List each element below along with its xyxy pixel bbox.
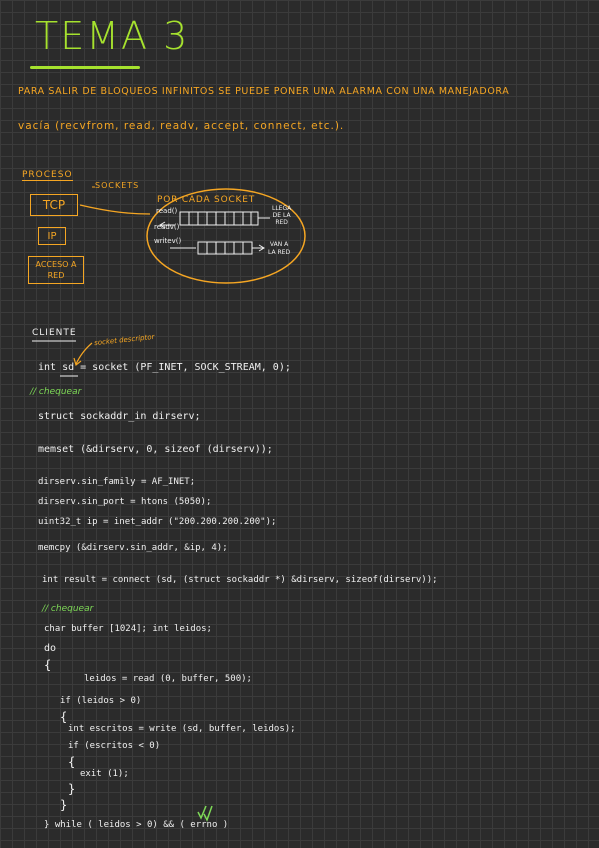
llega-red-label: LLEGA DE LA RED <box>272 205 291 226</box>
intro-line-1: PARA SALIR DE BLOQUEOS INFINITOS SE PUED… <box>18 86 510 97</box>
title-underline <box>30 66 140 69</box>
ip-label: IP <box>47 230 57 242</box>
proceso-label: PROCESO <box>22 170 73 181</box>
code-brace-open-1: { <box>44 658 52 672</box>
output-queue <box>170 241 265 255</box>
code-line-read: leidos = read (0, buffer, 500); <box>84 674 252 684</box>
sockets-label: SOCKETS <box>95 181 140 190</box>
code-line-8: int result = connect (sd, (struct sockad… <box>42 575 438 585</box>
van-red-label: VAN A LA RED <box>268 241 290 257</box>
code-line-3: memset (&dirserv, 0, sizeof (dirserv)); <box>38 444 273 455</box>
code-line-1: int sd = socket (PF_INET, SOCK_STREAM, 0… <box>38 362 291 373</box>
code-line-9: char buffer [1024]; int leidos; <box>44 624 212 634</box>
check-marks <box>197 805 213 822</box>
code-line-2: struct sockaddr_in dirserv; <box>38 411 201 422</box>
socket-descriptor-arrow <box>75 342 93 365</box>
llega-line-2: DE LA <box>272 212 291 219</box>
llega-line-1: LLEGA <box>272 205 292 212</box>
code-line-5: dirserv.sin_port = htons (5050); <box>38 497 212 507</box>
acceso-red-box: ACCESO A RED <box>28 256 84 284</box>
code-brace-close-3: } <box>68 782 76 796</box>
code-line-if1: if (leidos > 0) <box>60 696 142 706</box>
code-brace-open-3: { <box>68 755 76 769</box>
van-line-1: VAN A <box>269 241 289 248</box>
bubble-tail <box>79 204 151 215</box>
code-line-while: } while ( leidos > 0) && ( errno ) <box>44 820 229 830</box>
input-queue <box>159 211 270 229</box>
bubble-title: POR CADA SOCKET <box>157 195 256 205</box>
code-line-write: int escritos = write (sd, buffer, leidos… <box>68 724 296 734</box>
writev-label: writev() <box>154 237 182 245</box>
tcp-label: TCP <box>42 198 66 212</box>
speech-bubble <box>146 188 306 284</box>
code-line-if2: if (escritos < 0) <box>68 741 161 751</box>
code-brace-close-2: } <box>60 798 68 812</box>
acceso-red-line-1: ACCESO A <box>35 260 77 269</box>
code-line-exit: exit (1); <box>80 769 129 779</box>
cliente-heading: CLIENTE <box>32 328 77 338</box>
intro-line-2: vacía (recvfrom, read, readv, accept, co… <box>18 120 345 132</box>
code-line-4: dirserv.sin_family = AF_INET; <box>38 477 196 487</box>
code-line-6: uint32_t ip = inet_addr ("200.200.200.20… <box>38 517 277 527</box>
acceso-red-line-2: RED <box>47 271 65 280</box>
ip-box: IP <box>38 227 66 245</box>
code-comment-1: // chequear <box>30 387 82 397</box>
code-comment-2: // chequear <box>42 604 94 614</box>
readv-label: readv() <box>154 223 180 231</box>
llega-line-3: RED <box>275 219 288 226</box>
code-brace-open-2: { <box>60 710 68 724</box>
tcp-box: TCP <box>30 194 78 216</box>
page-title: TEMA 3 <box>35 14 190 58</box>
code-line-7: memcpy (&dirserv.sin_addr, &ip, 4); <box>38 543 228 553</box>
code-line-do: do <box>44 643 57 654</box>
van-line-2: LA RED <box>268 249 291 256</box>
read-label: read() <box>156 207 178 215</box>
